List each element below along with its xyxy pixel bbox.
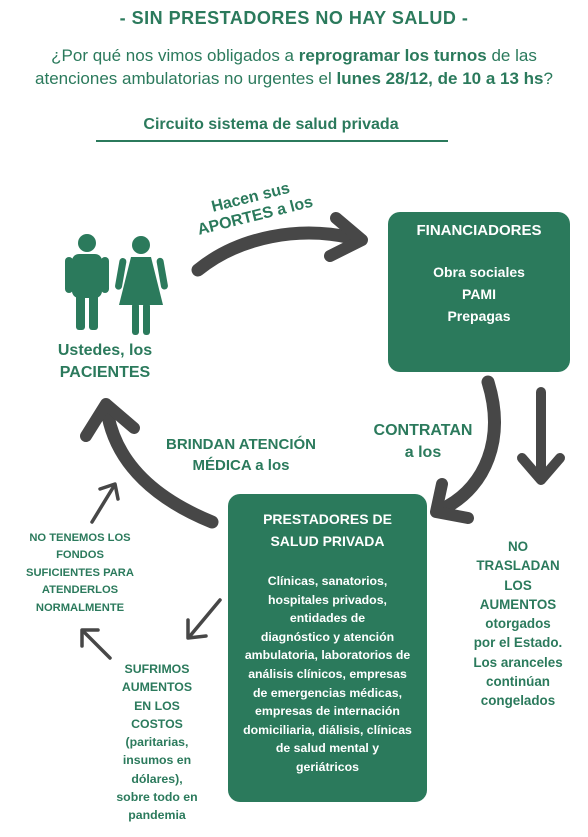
prestadores-desc-line: análisis clínicos, empresas: [248, 666, 407, 681]
no-trasladan-line: otorgados: [485, 616, 551, 632]
sufrimos-line: (paritarias,: [125, 735, 189, 750]
prestadores-desc-line: empresas de internación: [255, 704, 400, 719]
arrow-contratan: [430, 375, 501, 524]
question-bold-2: lunes 28/12, de 10 a 13 hs: [336, 69, 544, 88]
prestadores-desc-line: Clínicas, sanatorios,: [267, 574, 388, 588]
question-part-3: ?: [543, 69, 553, 88]
question-bold-1: reprogramar los turnos: [298, 46, 487, 65]
sufrimos-line: EN LOS: [134, 698, 180, 713]
arrow-aportes: [191, 212, 368, 277]
prestadores-desc-line: geriátricos: [296, 759, 359, 774]
no-trasladan-label: NO TRASLADAN LOS AUMENTOS otorgados por …: [448, 537, 588, 711]
prestadores-description: Clínicas, sanatorios, hospitales privado…: [228, 572, 427, 777]
sufrimos-line: COSTOS: [131, 716, 183, 731]
no-trasladan-line: congelados: [480, 693, 556, 709]
sufrimos-line: sobre todo en: [116, 790, 198, 805]
no-fondos-label: NO TENEMOS LOS FONDOS SUFICIENTES PARA A…: [14, 530, 146, 617]
arrow-brindan: [80, 398, 219, 529]
no-fondos-line: ATENDERLOS: [41, 584, 119, 597]
circuit-underline: [96, 140, 448, 142]
financiadores-title: FINANCIADORES: [416, 222, 542, 239]
prestadores-desc-line: entidades de: [289, 611, 366, 626]
brindan-label: BRINDAN ATENCIÓN MÉDICA a los: [152, 434, 330, 476]
arrow-sufrimos-up: [80, 628, 112, 660]
sufrimos-line: dólares),: [131, 771, 183, 786]
arrow-no-trasladan: [517, 387, 565, 485]
prestadores-title-line1: PRESTADORES DE: [263, 511, 392, 527]
prestadores-desc-line: de salud mental y: [275, 741, 380, 756]
no-trasladan-line: continúan: [486, 674, 550, 690]
sufrimos-line: SUFRIMOS: [124, 662, 190, 676]
no-fondos-line: SUFICIENTES PARA: [26, 566, 134, 579]
financiadores-list: Obra sociales PAMI Prepagas: [388, 261, 570, 327]
contratan-label: CONTRATAN a los: [358, 420, 488, 464]
patients-label: Ustedes, los PACIENTES: [40, 340, 170, 384]
prestadores-title-line2: SALUD PRIVADA: [270, 533, 385, 549]
no-trasladan-line: TRASLADAN: [476, 558, 560, 574]
financiador-item: PAMI: [462, 286, 496, 302]
contratan-line2: a los: [404, 444, 442, 461]
prestadores-desc-line: domiciliaria, diálisis, clínicas: [243, 722, 412, 737]
prestadores-desc-line: diagnóstico y atención: [260, 629, 395, 644]
prestadores-box: PRESTADORES DE SALUD PRIVADA Clínicas, s…: [228, 494, 427, 802]
financiador-item: Prepagas: [447, 308, 511, 324]
prestadores-title: PRESTADORES DE SALUD PRIVADA: [228, 508, 427, 552]
no-fondos-line: FONDOS: [56, 549, 104, 562]
no-trasladan-line: Los aranceles: [473, 654, 563, 670]
question-text: ¿Por qué nos vimos obligados a reprogram…: [12, 44, 576, 90]
no-trasladan-line: por el Estado.: [473, 635, 563, 651]
no-trasladan-line: AUMENTOS: [479, 596, 557, 612]
question-part-1: ¿Por qué nos vimos obligados a: [51, 46, 299, 65]
sufrimos-line: pandemia: [128, 808, 186, 823]
no-trasladan-line: LOS: [504, 577, 532, 593]
circuit-title: Circuito sistema de salud privada: [143, 116, 399, 133]
brindan-line1: BRINDAN ATENCIÓN: [166, 436, 316, 453]
woman-icon: [115, 236, 168, 335]
patients-label-line2: PACIENTES: [59, 364, 151, 381]
no-fondos-line: NO TENEMOS LOS: [29, 532, 131, 544]
arrow-prestadores-to-sufrimos: [186, 598, 222, 640]
patients-label-line1: Ustedes, los: [57, 342, 153, 359]
financiadores-box: FINANCIADORES Obra sociales PAMI Prepaga…: [388, 212, 570, 372]
page-title: - SIN PRESTADORES NO HAY SALUD -: [119, 8, 469, 28]
financiador-item: Obra sociales: [433, 264, 525, 280]
prestadores-desc-line: hospitales privados,: [268, 592, 387, 607]
sufrimos-line: insumos en: [122, 753, 192, 768]
brindan-line2: MÉDICA a los: [192, 457, 290, 474]
question-part-2: de las atenciones ambulatorias no urgent…: [35, 46, 537, 88]
sufrimos-line: AUMENTOS: [121, 680, 193, 695]
no-fondos-line: NORMALMENTE: [35, 601, 125, 614]
man-icon: [65, 234, 109, 330]
contratan-line1: CONTRATAN: [373, 422, 473, 439]
prestadores-desc-line: de emergencias médicas,: [252, 685, 402, 700]
sufrimos-label: SUFRIMOS AUMENTOS EN LOS COSTOS (paritar…: [96, 660, 218, 825]
arrow-no-fondos: [90, 482, 120, 524]
no-trasladan-line: NO: [507, 539, 529, 554]
prestadores-desc-line: ambulatoria, laboratorios de: [244, 648, 411, 663]
